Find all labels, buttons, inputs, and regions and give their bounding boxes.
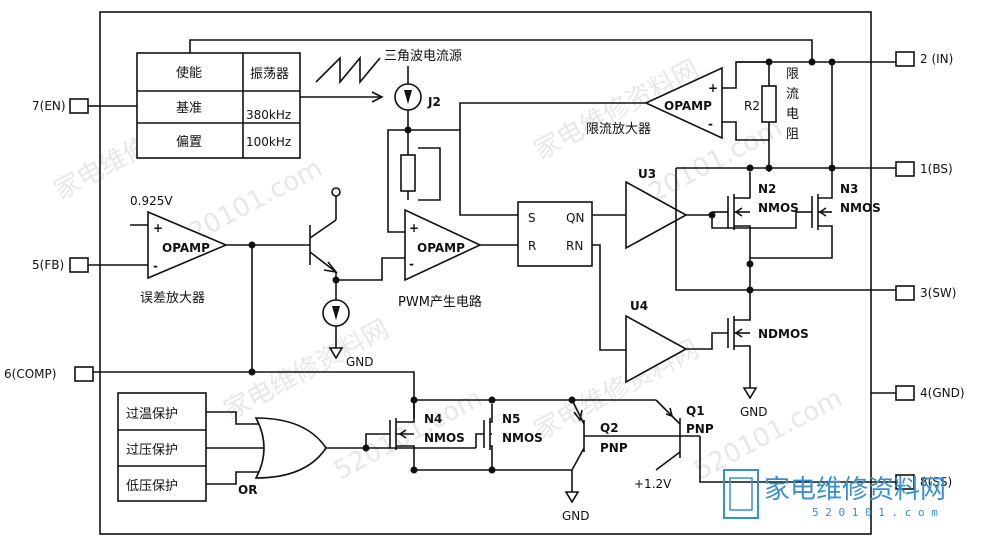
freq-380-label: 380kHz [246,108,291,122]
r2-label: R2 [744,99,760,113]
pwm-plus: + [409,221,419,235]
n3-nmos [796,180,833,240]
ndmos-transistor [727,312,751,368]
error-amp-plus: + [153,221,163,235]
v12-label: +1.2V [634,477,672,491]
triangle-source-label: 三角波电流源 [384,49,462,64]
gnd-symbol [564,491,580,504]
current-limit-amp-label: 限流放大器 [586,122,651,137]
gnd-symbol [328,347,344,360]
j2-label: J2 [427,95,441,109]
current-limit-amplifier: OPAMP + - [644,66,723,140]
brand-title: 家电维修资料网 [764,475,946,505]
pin-sw [895,285,915,301]
ref-voltage-label: 0.925V [130,194,173,208]
under-volt-label: 低压保护 [126,479,178,494]
sr-qn-label: QN [566,211,584,225]
error-amp-minus: - [153,259,158,273]
gnd-label-3: GND [562,509,590,523]
oscillator-label: 振荡器 [250,67,289,82]
u4-driver [625,314,688,384]
n3-label: N3 [840,182,858,196]
n5-nmos-label: NMOS [502,431,543,445]
pin-in-label: 2 (IN) [920,52,953,66]
brand-url: 5 2 0 1 0 1 . c o m [812,506,938,519]
n2-nmos-label: NMOS [758,201,799,215]
n4-nmos [389,404,415,470]
pin-ss-label: 8(SS) [920,475,952,489]
n5-label: N5 [502,412,520,426]
limit-minus: - [708,117,713,131]
pin-fb-label: 5(FB) [32,258,64,272]
n2-nmos [712,172,751,258]
enable-label: 使能 [176,65,202,81]
j2-current-source: J2 [394,83,441,111]
pin-en [69,98,89,114]
reference-label: 基准 [176,101,202,116]
pin-bs [895,161,915,177]
svg-text:阻: 阻 [786,127,799,142]
u4-label: U4 [630,299,648,313]
triangle-wave-icon [315,55,381,85]
bias-label: 偏置 [176,135,202,150]
u3-driver [625,180,688,250]
sr-rn-label: RN [566,239,583,253]
n4-label: N4 [424,412,442,426]
sr-s-label: S [528,211,536,225]
sr-r-label: R [528,239,536,253]
timing-resistor [400,154,416,192]
gnd-symbol [742,387,758,400]
gnd-label-2: GND [740,405,768,419]
svg-text:流: 流 [786,87,799,102]
q1-label: Q1 [686,404,705,418]
ndmos-label: NDMOS [758,327,809,341]
svg-text:电: 电 [786,107,799,122]
pin-sw-label: 3(SW) [920,286,956,300]
pin-bs-label: 1(BS) [920,162,953,176]
or-gate [254,417,327,479]
svg-text:限: 限 [786,67,799,82]
pin-in [895,51,915,67]
n3-nmos-label: NMOS [840,201,881,215]
pwm-minus: - [409,257,414,271]
over-volt-label: 过压保护 [126,443,178,458]
or-label: OR [238,483,257,497]
protection-block: 过温保护 过压保护 低压保护 [117,392,207,502]
q2-pnp [571,399,640,471]
pwm-opamp-label: OPAMP [417,241,465,255]
limit-opamp-label: OPAMP [664,99,712,113]
error-amp-opamp-label: OPAMP [162,241,210,255]
n5-nmos [483,404,493,470]
n4-nmos-label: NMOS [424,431,465,445]
current-limit-resistor-label: 限 流 电 阻 [786,67,799,142]
gnd-label-1: GND [346,355,374,369]
u3-label: U3 [638,167,656,181]
q1-pnp [640,399,700,471]
pin-comp [74,366,94,382]
pin-fb [69,257,89,273]
limit-plus: + [708,81,718,95]
watermark-text: 家电维修资料网 [219,314,394,426]
r2-resistor [761,85,777,123]
pin-en-label: 7(EN) [32,99,66,113]
pin-comp-label: 6(COMP) [4,367,56,381]
sr-latch: S R QN RN [517,201,593,267]
npn-transistor [309,187,341,274]
pin-gnd-label: 4(GND) [920,386,965,400]
over-temp-label: 过温保护 [126,407,178,422]
freq-100-label: 100kHz [246,135,291,149]
q2-pnp-label: PNP [600,441,628,455]
q1-pnp-label: PNP [686,422,714,436]
brand-watermark: 家电维修资料网 5 2 0 1 0 1 . c o m [723,469,946,519]
pwm-comparator: OPAMP + - [404,208,482,282]
pwm-circuit-label: PWM产生电路 [398,294,482,310]
pin-gnd [895,385,915,401]
bias-oscillator-block: 使能 基准 偏置 振荡器 380kHz 100kHz [136,52,301,159]
n2-label: N2 [758,182,776,196]
chip-outline [99,11,872,535]
error-amplifier: OPAMP + - [147,210,229,280]
error-amp-label: 误差放大器 [140,291,205,306]
q2-label: Q2 [600,421,619,435]
